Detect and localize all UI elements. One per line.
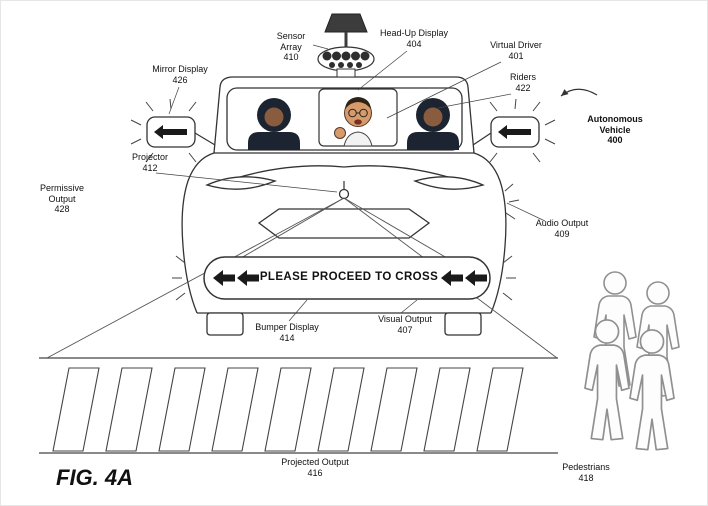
waving-hand xyxy=(334,127,346,139)
label-bumper-display: Bumper Display 414 xyxy=(245,322,329,343)
autonomous-vehicle-arrow xyxy=(560,88,598,97)
body-side-right xyxy=(473,152,507,314)
pedestrian-group xyxy=(584,271,680,451)
virtual-driver-figure xyxy=(334,97,373,147)
hood-crease xyxy=(214,165,474,186)
ref-number: 404 xyxy=(406,38,422,49)
bumper-arrow xyxy=(441,270,463,286)
label-riders: Riders 422 xyxy=(499,72,547,93)
label-text: Virtual Driver xyxy=(490,40,542,50)
figure-caption: FIG. 4A xyxy=(56,465,134,490)
label-sensor-array: Sensor Array 410 xyxy=(267,31,315,63)
bumper-arrow xyxy=(465,270,487,286)
leader-lines xyxy=(155,44,546,322)
label-text: Projector xyxy=(131,152,168,162)
bumper-arrow xyxy=(213,270,235,286)
mirror-right xyxy=(472,116,540,148)
ref-number: 414 xyxy=(279,332,295,343)
headlight-right xyxy=(413,176,485,190)
label-head-up-display: Head-Up Display 404 xyxy=(371,28,457,49)
ref-number: 428 xyxy=(54,204,70,214)
label-permissive-output: Permissive Output 428 xyxy=(29,183,95,215)
road-lines xyxy=(39,357,558,454)
wheel-left xyxy=(206,312,244,336)
ref-number: 409 xyxy=(554,228,570,239)
label-text: Permissive Output xyxy=(39,183,84,204)
projector-graphic xyxy=(338,181,350,200)
label-audio-output: Audio Output 409 xyxy=(527,218,597,239)
label-text: Mirror Display xyxy=(152,64,208,74)
ref-number: 416 xyxy=(307,467,323,478)
label-visual-output: Visual Output 407 xyxy=(371,314,439,335)
bumper-display-graphic xyxy=(203,256,491,300)
headlight-left xyxy=(205,176,277,190)
label-text: Bumper Display xyxy=(255,322,319,332)
wheel-right xyxy=(444,312,482,336)
ref-number: 410 xyxy=(283,52,299,62)
rider-right xyxy=(407,98,459,150)
label-projector: Projector 412 xyxy=(121,152,179,173)
sensor-array-graphic xyxy=(317,13,375,78)
bumper-arrow xyxy=(237,270,259,286)
label-text: Projected Output xyxy=(281,457,349,467)
label-virtual-driver: Virtual Driver 401 xyxy=(481,40,551,61)
label-text: Autonomous Vehicle xyxy=(587,114,643,135)
label-pedestrians: Pedestrians 418 xyxy=(551,462,621,483)
ref-number: 401 xyxy=(508,50,524,61)
ref-number: 412 xyxy=(142,162,158,173)
projection-fan xyxy=(46,197,558,359)
mirror-left xyxy=(146,116,216,148)
ref-number: 400 xyxy=(607,135,623,145)
label-autonomous-vehicle: Autonomous Vehicle 400 xyxy=(573,114,657,146)
mirror-left-arrow xyxy=(154,125,187,139)
grille xyxy=(257,208,431,239)
ref-number: 407 xyxy=(397,324,413,335)
ref-number: 422 xyxy=(515,82,531,93)
label-text: Pedestrians xyxy=(562,462,610,472)
bumper-message-text: PLEASE PROCEED TO CROSS xyxy=(259,271,439,283)
mirror-right-arrow xyxy=(498,125,531,139)
label-text: Sensor Array xyxy=(276,31,306,52)
rider-left xyxy=(248,98,300,150)
label-text: Head-Up Display xyxy=(379,28,449,38)
flash-lines xyxy=(130,98,556,301)
ref-number: 418 xyxy=(578,472,594,483)
label-mirror-display: Mirror Display 426 xyxy=(141,64,219,85)
label-text: Audio Output xyxy=(535,218,589,228)
crosswalk xyxy=(52,367,524,452)
ref-number: 426 xyxy=(172,74,188,85)
hud-screen xyxy=(318,88,398,147)
body-side-left xyxy=(181,152,215,314)
label-projected-output: Projected Output 416 xyxy=(259,457,371,478)
label-text: Visual Output xyxy=(378,314,432,324)
label-text: Riders xyxy=(509,72,536,82)
